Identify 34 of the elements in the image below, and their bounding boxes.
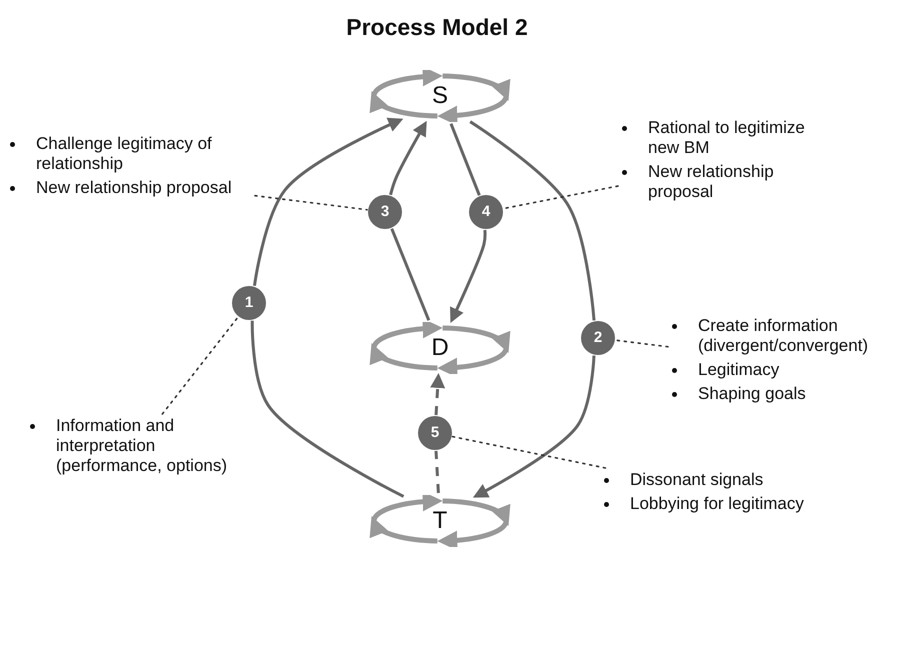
bullet-text: Legitimacy: [698, 360, 780, 379]
node-label: S: [432, 83, 448, 109]
dashed-arrow: [430, 373, 446, 416]
leader-line: [162, 316, 239, 415]
step-marker: 4: [469, 195, 503, 229]
step-marker: 1: [232, 286, 266, 320]
step-marker: 5: [418, 416, 452, 450]
bullet-text: Create information (divergent/convergent): [698, 316, 868, 355]
node-label: D: [431, 335, 449, 361]
arrow: [389, 120, 427, 196]
leader-line: [502, 185, 619, 210]
diagram-title: Process Model 2: [346, 14, 528, 41]
bullet-text: New relationship proposal: [648, 162, 774, 201]
leader-line: [452, 436, 606, 469]
connector-line: [469, 120, 596, 321]
bullet-text: New relationship proposal: [36, 178, 232, 197]
leader-line: [615, 339, 669, 348]
dashed-line: [434, 450, 440, 494]
leader-line: [254, 194, 368, 211]
bullet-text: Rational to legitimize new BM: [648, 118, 805, 157]
connector-line: [250, 320, 404, 498]
step-marker: 3: [368, 195, 402, 229]
bullet-text: Dissonant signals: [630, 470, 764, 489]
step-marker: 2: [581, 321, 615, 355]
connector-line: [390, 228, 430, 321]
bullet-text: Information and interpretation (performance, options): [56, 416, 228, 475]
arrow: [450, 230, 486, 324]
bullet-text: Shaping goals: [698, 384, 806, 403]
node-label: T: [432, 508, 448, 534]
arrow: [472, 355, 596, 498]
connector-line: [450, 123, 481, 196]
bullet-text: Challenge legitimacy of relationship: [36, 134, 212, 173]
bullet-text: Lobbying for legitimacy: [630, 494, 804, 513]
arrow: [252, 118, 404, 286]
